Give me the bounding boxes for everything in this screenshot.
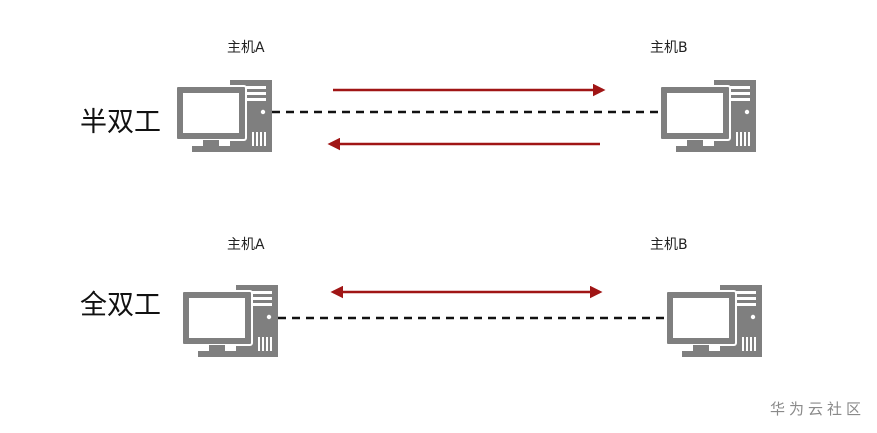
full-duplex-section: 全双工 主机A 主机B [80,237,762,357]
half-duplex-host-a-label: 主机A [227,40,265,56]
desktop-computer-icon [666,285,762,357]
half-duplex-label: 半双工 [80,107,161,138]
half-duplex-host-b-label: 主机B [650,40,688,56]
half-duplex-section: 半双工 主机A 主机B [80,40,756,152]
full-duplex-host-b-label: 主机B [650,237,688,253]
desktop-computer-icon [176,80,272,152]
desktop-computer-icon [182,285,278,357]
full-duplex-label: 全双工 [80,290,161,321]
full-duplex-host-a-label: 主机A [227,237,265,253]
watermark: 华为云社区 [769,400,865,418]
desktop-computer-icon [660,80,756,152]
